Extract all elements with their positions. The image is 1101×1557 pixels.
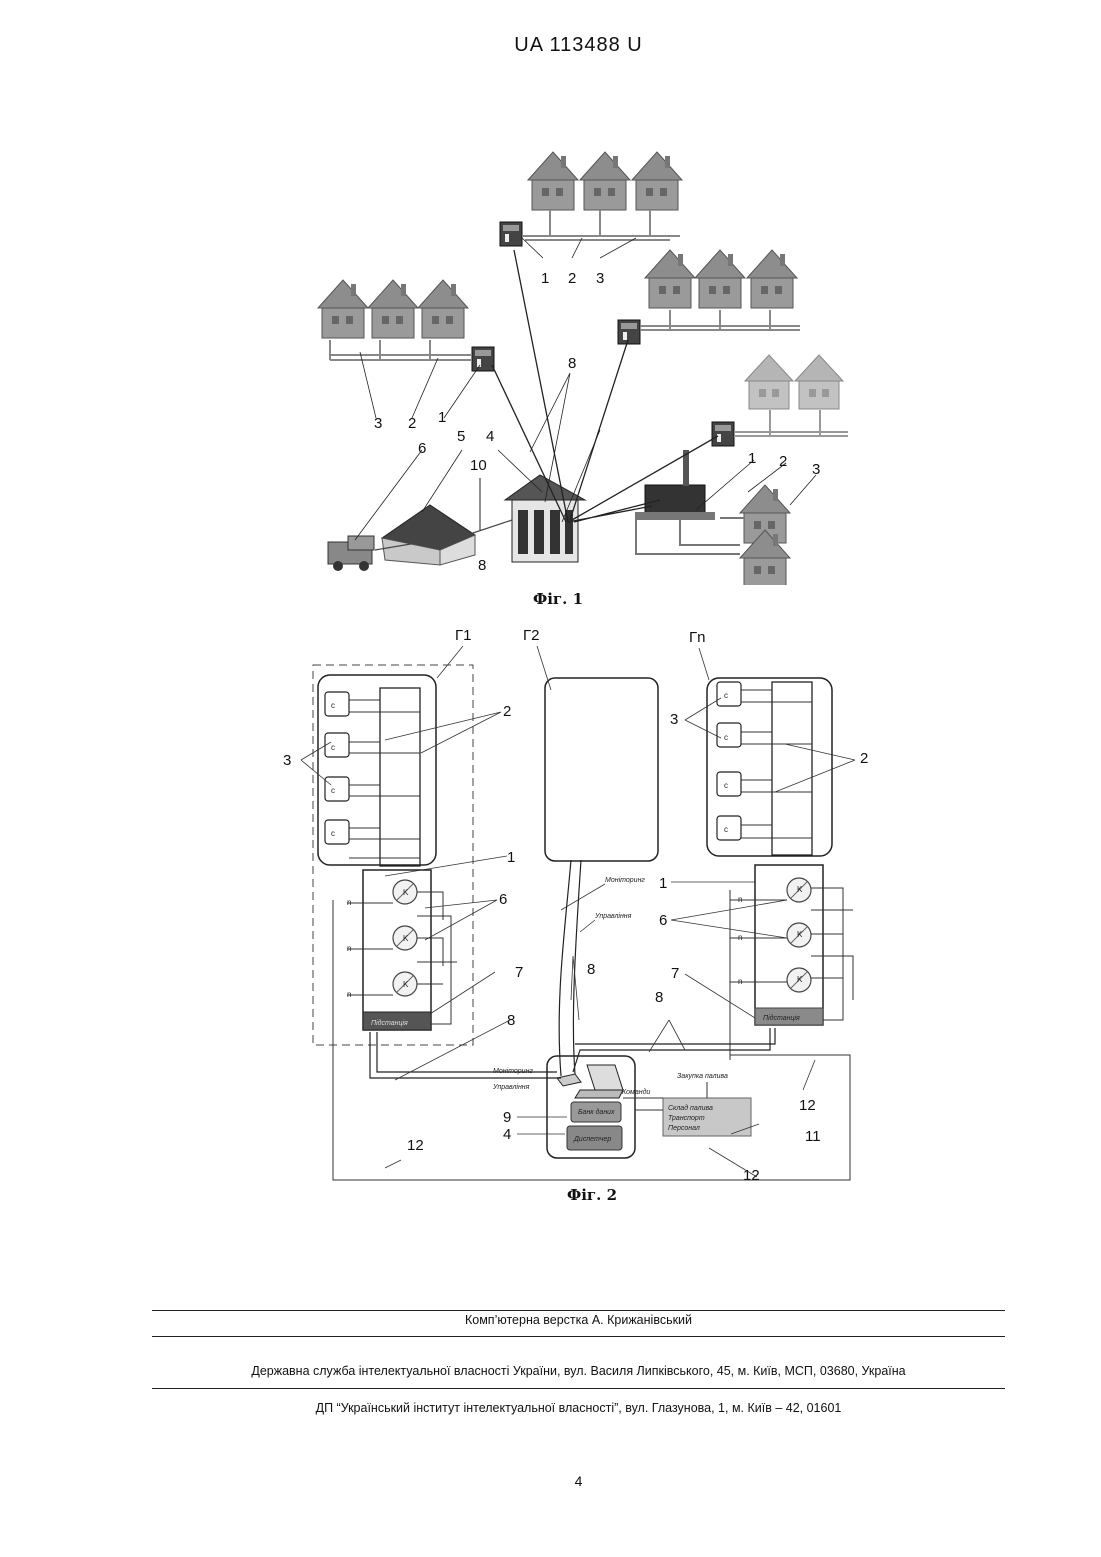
meter-symbol: K	[797, 975, 803, 984]
consumer-symbol: c	[331, 786, 335, 795]
group-g2-label: Г2	[523, 627, 539, 644]
fig2-label-8-right: 8	[655, 989, 663, 1006]
fig1-label-1-right: 1	[748, 450, 756, 467]
consumer-symbol: c	[724, 781, 728, 790]
figure-2-diagram: c c c c Підстанція n n n K K K c c c c П…	[275, 620, 875, 1185]
fig1-label-4: 4	[486, 428, 494, 445]
fig1-label-5: 5	[457, 428, 465, 445]
fig2-label-1-right: 1	[659, 875, 667, 892]
meter-symbol: K	[403, 934, 409, 943]
document-number: UA 113488 U	[0, 34, 1101, 57]
fig1-label-1-top: 1	[541, 270, 549, 287]
dispatcher-label: Диспетчер	[573, 1136, 611, 1143]
meter-symbol: K	[797, 885, 803, 894]
footer-rule-top	[152, 1310, 1005, 1311]
substation-left-label: Підстанція	[371, 1019, 408, 1027]
meter-symbol: K	[797, 930, 803, 939]
consumer-symbol: c	[331, 829, 335, 838]
footer-institute-address: ДП “Український інститут інтелектуальної…	[152, 1401, 1005, 1415]
fig1-label-8-bottom: 8	[478, 557, 486, 574]
control-top-label: Управління	[594, 912, 632, 920]
house-group-left	[318, 280, 468, 338]
fig2-label-2-right: 2	[860, 750, 868, 767]
house-group-top	[528, 152, 682, 210]
figure-2-caption: Фіг. 2	[567, 1186, 617, 1204]
fig2-label-4: 4	[503, 1126, 511, 1143]
feed-symbol: n	[347, 990, 351, 999]
boiler-box-left	[472, 347, 494, 371]
meter-symbol: K	[403, 888, 409, 897]
fuel-purchase-label: Закупка палива	[677, 1073, 728, 1080]
figure-1-drawing: 1 2 3 3 2 1 8 6 5 4 10 8 1 2 3	[300, 140, 860, 585]
footer-rule-bottom	[152, 1388, 1005, 1389]
fig2-label-12-left: 12	[407, 1137, 424, 1154]
fig2-label-8-left: 8	[507, 1012, 515, 1029]
fig2-label-3-left: 3	[283, 752, 291, 769]
fig2-label-12-right-top: 12	[799, 1097, 816, 1114]
fuel-truck	[328, 536, 374, 571]
warehouse-line-1: Склад палива	[668, 1104, 713, 1112]
consumer-symbol: c	[331, 701, 335, 710]
meter-symbol: K	[403, 980, 409, 989]
footer-layout-credit: Комп’ютерна верстка А. Крижанівський	[152, 1313, 1005, 1327]
fig1-label-3-left: 3	[374, 415, 382, 432]
house-group-right	[645, 250, 797, 308]
fig2-label-9: 9	[503, 1109, 511, 1126]
fig1-label-2-right: 2	[779, 453, 787, 470]
house-group-far-right	[745, 355, 843, 409]
figure-1-caption: Фіг. 1	[533, 590, 583, 608]
boiler-box-top	[500, 222, 522, 246]
boiler-box-right	[618, 320, 640, 344]
consumer-symbol: c	[724, 733, 728, 742]
commands-label: Команди	[622, 1088, 650, 1096]
warehouse-line-2: Транспорт	[668, 1115, 705, 1122]
fig2-label-7-right: 7	[671, 965, 679, 982]
consumer-symbol: c	[331, 743, 335, 752]
monitoring-top-label: Моніторинг	[605, 876, 645, 884]
consumer-symbol: c	[724, 691, 728, 700]
house-group-bottom-right	[740, 485, 790, 585]
fig1-label-1-left: 1	[438, 409, 446, 426]
database-label: Банк даних	[578, 1108, 615, 1116]
group-g2-block	[545, 678, 658, 861]
fig2-label-2-left: 2	[503, 703, 511, 720]
fig1-label-3-top: 3	[596, 270, 604, 287]
feed-symbol: n	[738, 977, 742, 986]
fig1-label-6: 6	[418, 440, 426, 457]
control-center-building	[505, 475, 585, 562]
feed-symbol: n	[347, 944, 351, 953]
fig2-label-3-right: 3	[670, 711, 678, 728]
feed-symbol: n	[738, 933, 742, 942]
fig2-label-12-right-bottom: 12	[743, 1167, 760, 1184]
monitoring-bottom-label: Моніторинг	[493, 1067, 533, 1075]
fig1-label-8: 8	[568, 355, 576, 372]
page-number: 4	[0, 1473, 1101, 1489]
fig2-label-6-left: 6	[499, 891, 507, 908]
fig2-label-8-center: 8	[587, 961, 595, 978]
fig1-label-2-left: 2	[408, 415, 416, 432]
warehouse-line-3: Персонал	[668, 1125, 700, 1132]
fig2-label-6-right: 6	[659, 912, 667, 929]
feed-symbol: n	[347, 898, 351, 907]
fig2-label-7-left: 7	[515, 964, 523, 981]
consumer-symbol: c	[724, 825, 728, 834]
fig1-label-3-right: 3	[812, 461, 820, 478]
substation-right-label: Підстанція	[763, 1014, 800, 1022]
footer-rule-middle	[152, 1336, 1005, 1337]
control-bottom-label: Управління	[492, 1083, 530, 1091]
fig1-label-10: 10	[470, 457, 487, 474]
boiler-box-far-right	[712, 422, 734, 446]
fig1-label-2-top: 2	[568, 270, 576, 287]
footer-agency-address: Державна служба інтелектуальної власност…	[152, 1364, 1005, 1378]
group-gn-label: Гn	[689, 629, 705, 646]
fig2-label-11: 11	[805, 1128, 821, 1145]
feed-symbol: n	[738, 895, 742, 904]
fig2-label-1-left: 1	[507, 849, 515, 866]
group-g1-label: Г1	[455, 627, 471, 644]
